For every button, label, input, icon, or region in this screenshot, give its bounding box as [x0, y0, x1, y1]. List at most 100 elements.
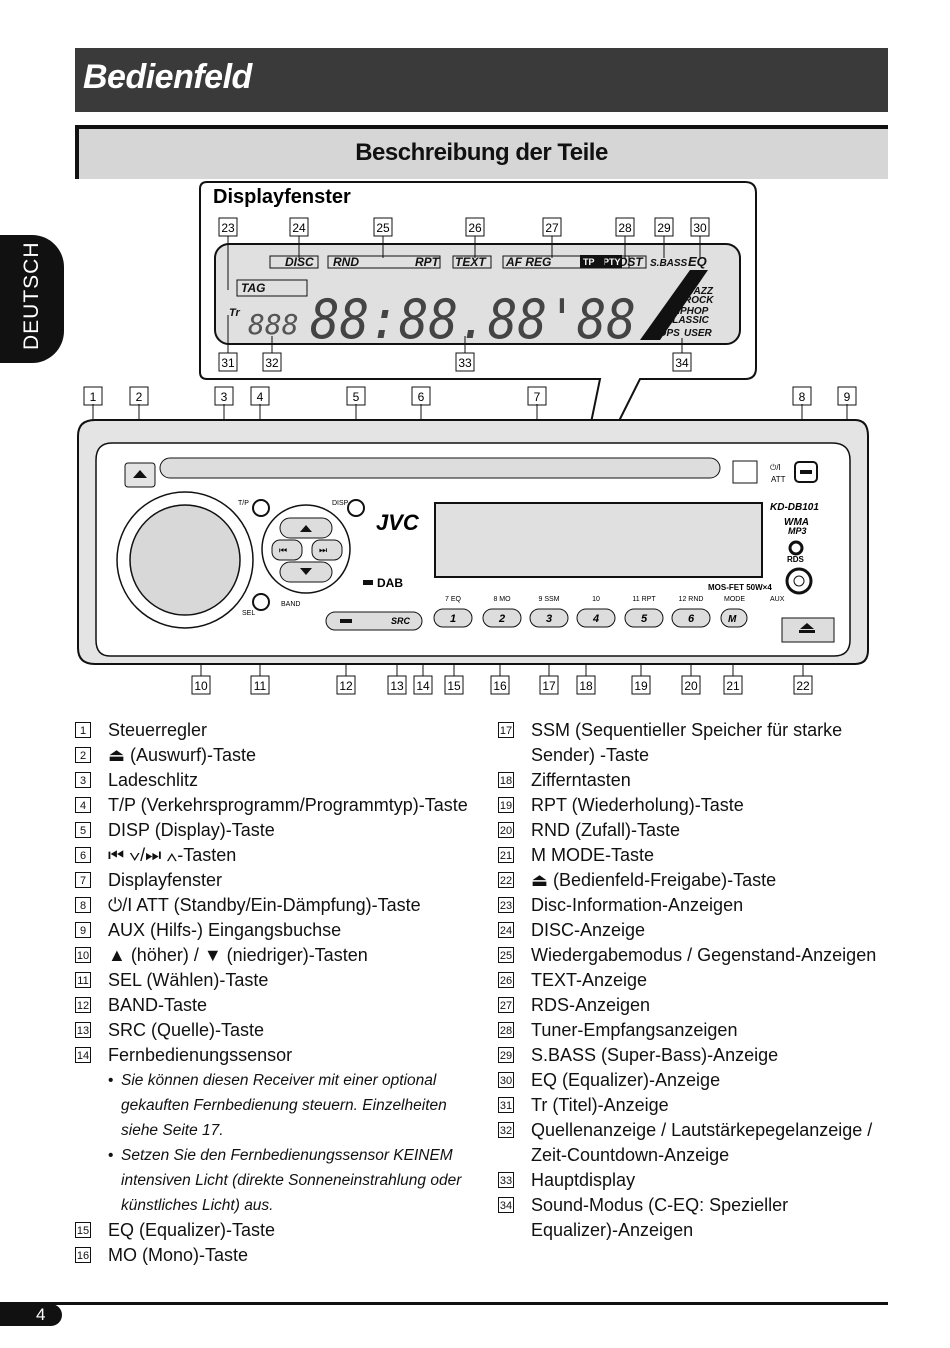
legend-item-33-number: 33: [498, 1172, 514, 1188]
legend-item-10: 10▲ (höher) / ▼ (niedriger)-Tasten: [75, 943, 475, 968]
dab-logo: DAB: [377, 576, 403, 590]
unit-callout-12-number: 12: [339, 679, 353, 693]
legend-item-13-text: SRC (Quelle)-Taste: [108, 1020, 265, 1040]
display-callout-33-number: 33: [458, 356, 472, 370]
legend-note-1: Sie können diesen Receiver mit einer opt…: [75, 1068, 475, 1143]
display-callout-23-number: 23: [221, 221, 235, 235]
display-callout-25-number: 25: [376, 221, 390, 235]
preset-button-3[interactable]: 39 SSM: [529, 596, 569, 628]
unit-callout-15-number: 15: [447, 679, 461, 693]
lcd-tr: Tr: [229, 307, 241, 319]
display-callout-27: 27: [542, 217, 562, 258]
unit-callout-20-number: 20: [684, 679, 698, 693]
legend-item-1-number: 1: [75, 722, 91, 738]
page-title-bar: Bedienfeld: [75, 48, 888, 112]
legend-item-24-text: DISC-Anzeige: [531, 920, 646, 940]
unit-callout-18-number: 18: [579, 679, 593, 693]
prev-button[interactable]: [271, 539, 303, 561]
preset-key-6[interactable]: [671, 608, 711, 628]
wma-logo: WMA: [784, 517, 809, 528]
lcd-level-wedge: [640, 270, 708, 340]
legend-item-10-number: 10: [75, 947, 91, 963]
legend-item-13-number: 13: [75, 1022, 91, 1038]
display-callout-24-number: 24: [292, 221, 306, 235]
preset-number-3: 3: [546, 613, 552, 625]
next-button[interactable]: [311, 539, 343, 561]
legend-item-8: 8⏻/I ATT (Standby/Ein-Dämpfung)-Taste: [75, 893, 475, 918]
legend-item-3-text: Ladeschlitz: [108, 770, 199, 790]
legend-item-30-number: 30: [498, 1072, 514, 1088]
sel-button[interactable]: [252, 593, 270, 611]
m-mode-button[interactable]: [720, 608, 748, 628]
loading-slot: [159, 457, 721, 479]
att-label: ATT: [771, 475, 786, 484]
legend-item-22-number: 22: [498, 872, 514, 888]
lcd-pty-box: [600, 255, 622, 268]
page-title: Bedienfeld: [83, 58, 252, 96]
legend-item-6-text: ⏮ ∨/⏭ ∧-Tasten: [108, 845, 237, 865]
unit-callout-9-number: 9: [844, 390, 851, 404]
legend-item-31-text: Tr (Titel)-Anzeige: [531, 1095, 669, 1115]
preset-key-5[interactable]: [624, 608, 664, 628]
display-window-title: Displayfenster: [213, 186, 351, 208]
band-src-rocker[interactable]: [325, 611, 423, 631]
tp-button[interactable]: [252, 499, 270, 517]
lcd-pty: PTY: [603, 257, 621, 267]
disp-button[interactable]: [347, 499, 365, 517]
remote-sensor: [363, 580, 373, 585]
mosfet-label: MOS-FET 50W×4: [708, 583, 772, 592]
display-callout-24: 24: [289, 217, 309, 258]
band-minus-icon: [340, 619, 352, 623]
preset-key-1[interactable]: [433, 608, 473, 628]
lcd-user: USER: [684, 328, 713, 339]
unit-callout-11-number: 11: [254, 679, 267, 693]
aux-label: AUX: [770, 596, 785, 603]
unit-callout-13-number: 13: [390, 679, 404, 693]
control-dial[interactable]: [129, 504, 241, 616]
panel-release-button[interactable]: [781, 617, 835, 643]
legend-item-27-text: RDS-Anzeigen: [531, 995, 651, 1015]
page-number: 4: [36, 1305, 46, 1324]
section-heading: Beschreibung der Teile: [355, 139, 608, 166]
legend-item-1-text: Steuerregler: [108, 720, 208, 740]
preset-button-5[interactable]: 511 RPT: [624, 596, 664, 628]
preset-key-4[interactable]: [576, 608, 616, 628]
preset-function-6: 12 RND: [679, 596, 704, 603]
m-mode-label: M: [728, 614, 737, 625]
preset-button-4[interactable]: 410: [576, 596, 616, 628]
legend-item-34-text: Sound-Modus (C-EQ: Spezieller Equalizer)…: [531, 1195, 789, 1240]
preset-button-6[interactable]: 612 RND: [671, 596, 711, 628]
preset-button-2[interactable]: 28 MO: [482, 596, 522, 628]
unit-callout-17: 17: [539, 622, 559, 695]
legend-item-8-number: 8: [75, 897, 91, 913]
legend-item-9-text: AUX (Hilfs-) Eingangsbuchse: [108, 920, 342, 940]
display-callout-31-number: 31: [221, 356, 235, 370]
unit-callout-6-number: 6: [418, 390, 425, 404]
display-callout-27-number: 27: [545, 221, 559, 235]
display-callout-28: 28: [615, 217, 635, 258]
unit-callout-5-number: 5: [353, 390, 360, 404]
legend-item-12-number: 12: [75, 997, 91, 1013]
unit-callout-16-number: 16: [493, 679, 507, 693]
sel-label: SEL: [242, 610, 255, 617]
unit-callout-21-number: 21: [726, 679, 740, 693]
rds-label: RDS: [787, 555, 805, 564]
language-tab: DEUTSCH: [0, 235, 64, 363]
preset-button-1[interactable]: 17 EQ: [433, 596, 473, 628]
prev-icon: ⏮: [279, 545, 287, 555]
legend-item-15-text: EQ (Equalizer)-Taste: [108, 1220, 276, 1240]
display-callout-33: 33: [455, 336, 475, 372]
preset-key-3[interactable]: [529, 608, 569, 628]
preset-key-2[interactable]: [482, 608, 522, 628]
